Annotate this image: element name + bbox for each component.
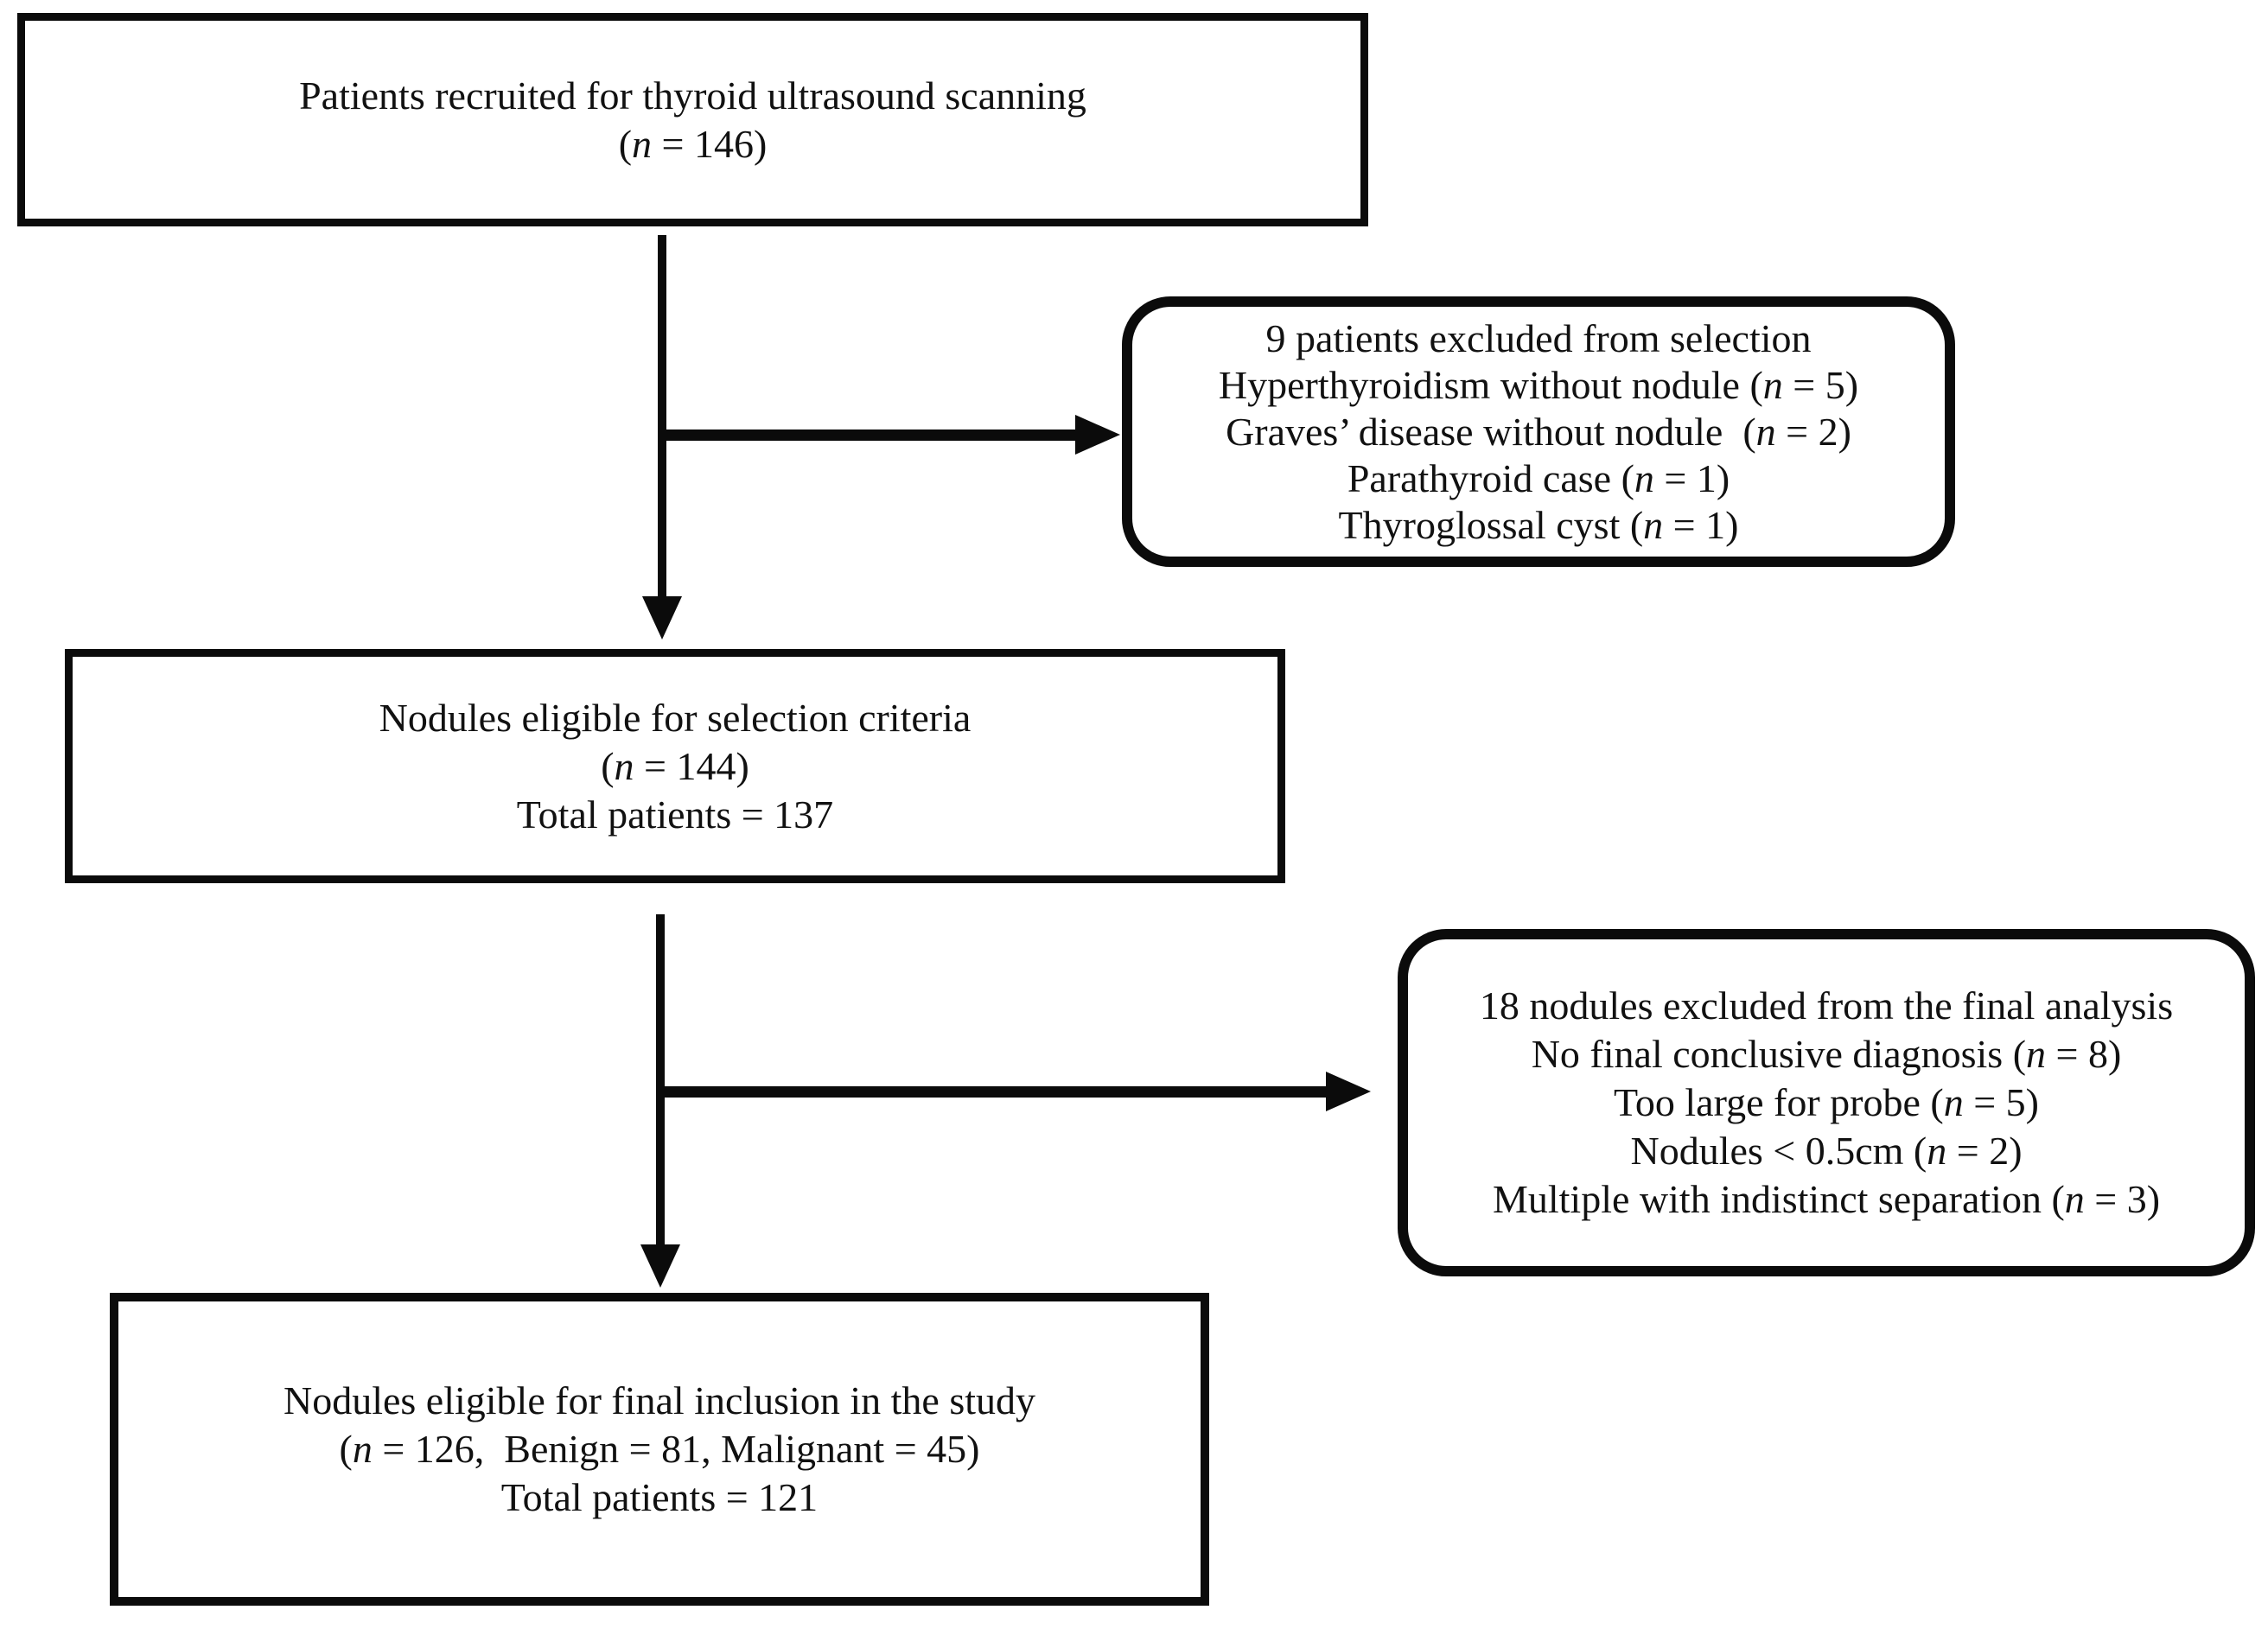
arrow-head-down-icon <box>642 596 682 640</box>
arrow-shaft <box>660 1086 1328 1098</box>
text-line: Total patients = 121 <box>500 1475 819 1519</box>
box-nodules-final-inclusion: Nodules eligible for final inclusion in … <box>110 1293 1209 1606</box>
text-line: Hyperthyroidism without nodule (n = 5) <box>1218 362 1859 407</box>
text-line: Parathyroid case (n = 1) <box>1347 455 1730 500</box>
text-line: No final conclusive diagnosis (n = 8) <box>1531 1032 2122 1076</box>
text-line: Thyroglossal cyst (n = 1) <box>1338 502 1739 547</box>
text-line: Multiple with indistinct separation (n =… <box>1492 1177 2161 1221</box>
arrow-head-right-icon <box>1075 415 1120 455</box>
text-line: Patients recruited for thyroid ultrasoun… <box>299 73 1086 118</box>
text-line: Total patients = 137 <box>516 792 834 837</box>
text-line: 18 nodules excluded from the final analy… <box>1479 983 2174 1028</box>
arrow-shaft <box>662 430 1077 441</box>
arrow-shaft <box>656 914 665 1246</box>
arrow-head-right-icon <box>1326 1072 1371 1111</box>
text-line: Nodules eligible for final inclusion in … <box>283 1378 1036 1422</box>
text-line: (n = 126, Benign = 81, Malignant = 45) <box>339 1427 980 1471</box>
box-excluded-from-final-analysis: 18 nodules excluded from the final analy… <box>1398 929 2255 1276</box>
text-line: (n = 144) <box>601 743 749 788</box>
text-line: Nodules < 0.5cm (n = 2) <box>1630 1129 2023 1173</box>
text-line: Graves’ disease without nodule (n = 2) <box>1226 409 1851 454</box>
text-line: (n = 146) <box>618 121 768 166</box>
text-line: 9 patients excluded from selection <box>1265 315 1812 360</box>
text-line: Too large for probe (n = 5) <box>1614 1080 2039 1124</box>
text-line: Nodules eligible for selection criteria <box>379 695 972 740</box>
box-recruited-patients: Patients recruited for thyroid ultrasoun… <box>17 13 1368 226</box>
box-nodules-eligible-selection: Nodules eligible for selection criteria(… <box>65 649 1285 883</box>
arrow-head-down-icon <box>640 1244 680 1288</box>
arrow-shaft <box>658 235 666 598</box>
